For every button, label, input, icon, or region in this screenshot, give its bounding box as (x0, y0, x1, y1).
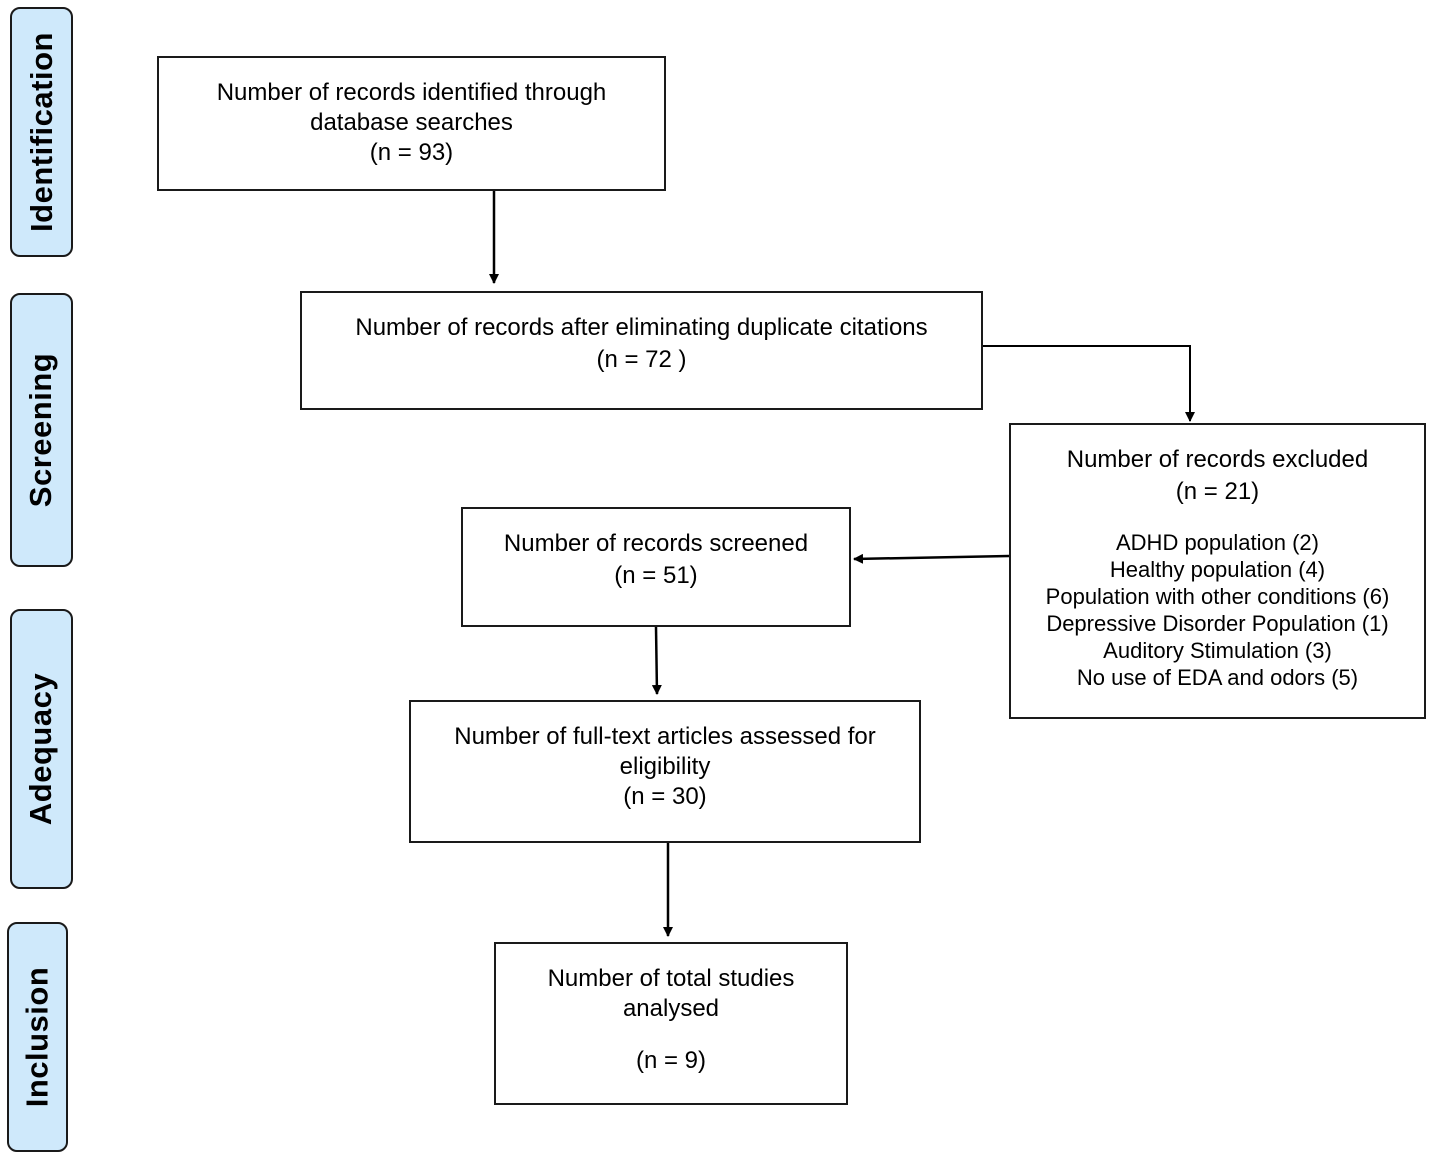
exclusion-reasons: ADHD population (2) Healthy population (… (1011, 529, 1424, 691)
screened-line1: Number of records screened (503, 530, 809, 557)
identified-box: Number of records identified through dat… (157, 56, 666, 191)
included-line2: analysed (622, 995, 720, 1022)
identified-line2: database searches (310, 109, 513, 136)
arrow-deduplicated-to-excluded (983, 345, 1195, 422)
deduplicated-box: Number of records after eliminating dupl… (300, 291, 983, 410)
arrow-screened-to-fulltext (651, 626, 662, 695)
screened-count: (n = 51) (614, 562, 698, 589)
included-box: Number of total studies analysed (n = 9) (494, 942, 848, 1105)
exclusion-reason: Depressive Disorder Population (1) (1046, 611, 1389, 636)
exclusion-reason: No use of EDA and odors (5) (1076, 665, 1359, 690)
stage-identification: Identification (10, 7, 73, 257)
fulltext-box: Number of full-text articles assessed fo… (409, 700, 921, 843)
exclusion-reason: Population with other conditions (6) (1045, 584, 1390, 609)
arrow-excluded-to-screened (853, 553, 1010, 564)
fulltext-line2: eligibility (619, 753, 711, 780)
deduplicated-line1: Number of records after eliminating dupl… (355, 314, 928, 341)
screened-box: Number of records screened (n = 51) (461, 507, 851, 627)
stage-adequacy: Adequacy (10, 609, 73, 889)
stage-screening: Screening (10, 293, 73, 567)
included-line1: Number of total studies (547, 965, 795, 992)
stage-inclusion: Inclusion (7, 922, 68, 1152)
excluded-count: (n = 21) (1175, 478, 1260, 505)
deduplicated-count: (n = 72 ) (596, 346, 687, 373)
excluded-box: Number of records excluded (n = 21) ADHD… (1009, 423, 1426, 719)
exclusion-reason: ADHD population (2) (1116, 530, 1319, 555)
identified-line1: Number of records identified through (216, 79, 607, 106)
exclusion-reason: Healthy population (4) (1109, 557, 1326, 582)
excluded-title: Number of records excluded (1066, 446, 1369, 473)
included-count: (n = 9) (635, 1047, 707, 1074)
fulltext-count: (n = 30) (623, 783, 707, 810)
fulltext-line1: Number of full-text articles assessed fo… (454, 723, 876, 750)
identified-count: (n = 93) (369, 139, 454, 166)
exclusion-reason: Auditory Stimulation (3) (1103, 638, 1332, 663)
